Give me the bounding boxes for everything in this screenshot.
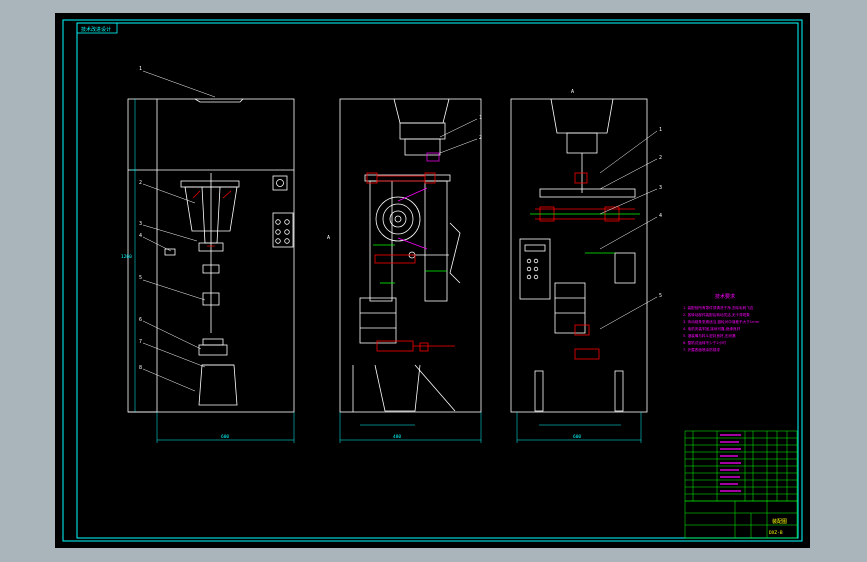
rear-view: [510, 98, 648, 413]
parts-list: [684, 430, 798, 502]
tech-requirements: 技术要求 1. 装配前所有零件须清洗干净,去除毛刺飞边 2. 各转动部件装配后转…: [683, 293, 760, 352]
side-view-labels: 1 2 A: [327, 115, 482, 241]
front-label-3: 3: [139, 221, 142, 227]
front-view-labels: 1 2 3 4 5 6 7 8: [139, 66, 142, 371]
inner-border: [76, 22, 799, 539]
rear-width-dim: 600: [573, 434, 581, 440]
tech-req-line-3: 3. 传动链条张紧适当,链轮对中误差不大于1mm: [683, 319, 760, 324]
side-label-1: 1: [479, 115, 482, 121]
rear-label-1: 1: [659, 127, 662, 133]
side-view-leaders: [439, 118, 478, 154]
front-label-5: 5: [139, 275, 142, 281]
front-label-4: 4: [139, 233, 142, 239]
front-width-dim: 600: [221, 434, 229, 440]
front-label-1: 1: [139, 66, 142, 72]
rear-view-labels: 1 2 3 4 5 A: [571, 89, 662, 299]
side-width-dim: 480: [393, 434, 401, 440]
rear-view-leaders: [599, 130, 658, 330]
rear-view-parts: [535, 172, 635, 360]
side-view: [339, 98, 482, 413]
side-section-mark: A: [327, 235, 330, 241]
tech-req-title: 技术要求: [715, 293, 735, 300]
assembly-drawing: 技术改进设计: [62, 19, 803, 542]
front-label-7: 7: [139, 339, 142, 345]
front-label-6: 6: [139, 317, 142, 323]
title-block: [684, 500, 798, 539]
rear-label-3: 3: [659, 185, 662, 191]
rear-dimensions: [516, 412, 642, 443]
outer-border: [62, 19, 803, 542]
rear-section-mark: A: [571, 89, 574, 95]
tech-req-line-4: 4. 电机安装牢固,接地可靠,绝缘良好: [683, 326, 741, 331]
side-view-highlights: [397, 152, 440, 250]
rear-label-5: 5: [659, 293, 662, 299]
tech-req-line-5: 5. 灌装嘴与料斗密封良好,无泄漏: [683, 333, 736, 338]
rear-label-4: 4: [659, 213, 662, 219]
tech-req-line-6: 6. 整机试运转不少于2小时: [683, 340, 726, 345]
front-dimensions: [130, 99, 295, 443]
front-view: [127, 98, 295, 413]
side-view-parts: [366, 172, 455, 352]
rear-view-green: [530, 213, 640, 254]
parts-list-text: [720, 434, 741, 492]
cad-viewport[interactable]: 技术改进设计: [55, 13, 810, 548]
front-view-parts: [192, 190, 232, 247]
front-height-dim: 1260: [121, 254, 132, 260]
title-block-name: 装配图: [772, 518, 787, 525]
front-label-8: 8: [139, 365, 142, 371]
title-tag: 技术改进设计: [81, 26, 111, 33]
side-dimensions: [339, 412, 482, 443]
title-tag-box: [76, 22, 118, 34]
rear-label-2: 2: [659, 155, 662, 161]
front-view-leaders: [142, 70, 216, 392]
tech-req-line-1: 1. 装配前所有零件须清洗干净,去除毛刺飞边: [683, 305, 754, 310]
tech-req-line-2: 2. 各转动部件装配后转动灵活,无卡滞现象: [683, 312, 750, 317]
title-block-code: DXZ-B: [769, 530, 783, 536]
front-label-2: 2: [139, 180, 142, 186]
side-view-green: [373, 244, 447, 284]
tech-req-line-7: 7. 外露表面喷涂防锈漆: [683, 347, 720, 352]
side-label-2: 2: [479, 135, 482, 141]
